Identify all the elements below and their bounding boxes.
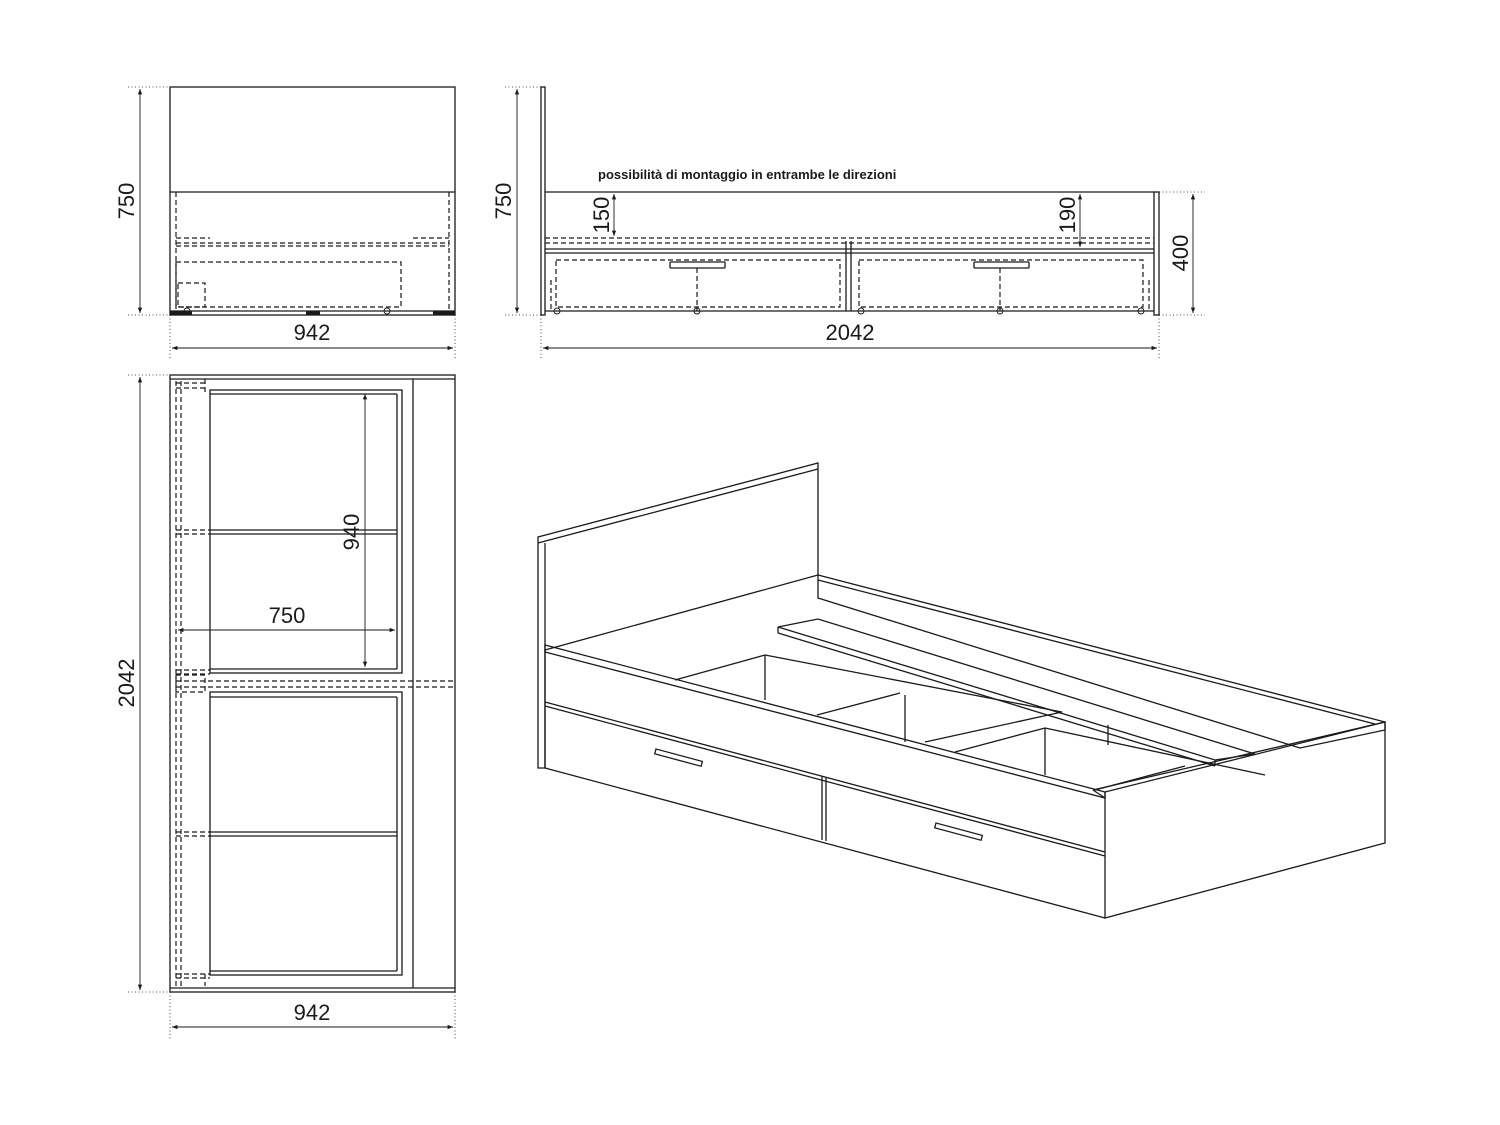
- frame-height-label: 400: [1168, 235, 1193, 272]
- drawer-depth-label: 940: [339, 514, 364, 551]
- drawer-hidden-outline: [175, 261, 402, 308]
- iso-shelf: [777, 618, 1256, 761]
- top-outline: [169, 374, 456, 993]
- isometric-view: [537, 462, 1386, 919]
- side-headboard: [540, 86, 546, 316]
- front-view: 750 942: [114, 86, 456, 360]
- top-view: 2042 942 940 750: [114, 374, 456, 1040]
- side-drawer-left-hidden: [555, 259, 841, 308]
- top-drawer-upper: [209, 389, 403, 674]
- side-height-label: 750: [491, 183, 516, 220]
- iso-headboard: [537, 462, 819, 769]
- front-width-label: 942: [294, 320, 331, 345]
- front-height-label: 750: [114, 183, 139, 220]
- side-view: possibilità di montaggio in entrambe le …: [491, 86, 1205, 360]
- rail-label: 150: [589, 197, 614, 234]
- drawer-width-label: 750: [269, 603, 306, 628]
- side-footboard: [1153, 191, 1160, 316]
- headboard-outline: [169, 86, 456, 316]
- side-drawer-left-handle: [669, 261, 726, 269]
- assembly-note: possibilità di montaggio in entrambe le …: [598, 167, 896, 182]
- rail-right-label: 190: [1055, 197, 1080, 234]
- side-drawer-right-handle: [973, 261, 1030, 269]
- side-length-label: 2042: [826, 320, 875, 345]
- iso-drawer-left-handle: [653, 748, 704, 768]
- top-drawer-lower: [209, 691, 403, 976]
- iso-footboard: [1104, 721, 1386, 919]
- top-length-label: 2042: [114, 659, 139, 708]
- side-drawer-right-hidden: [858, 259, 1144, 308]
- iso-back-rail: [817, 574, 1386, 749]
- iso-drawer-right-handle: [933, 822, 984, 842]
- top-width-label: 942: [294, 1000, 331, 1025]
